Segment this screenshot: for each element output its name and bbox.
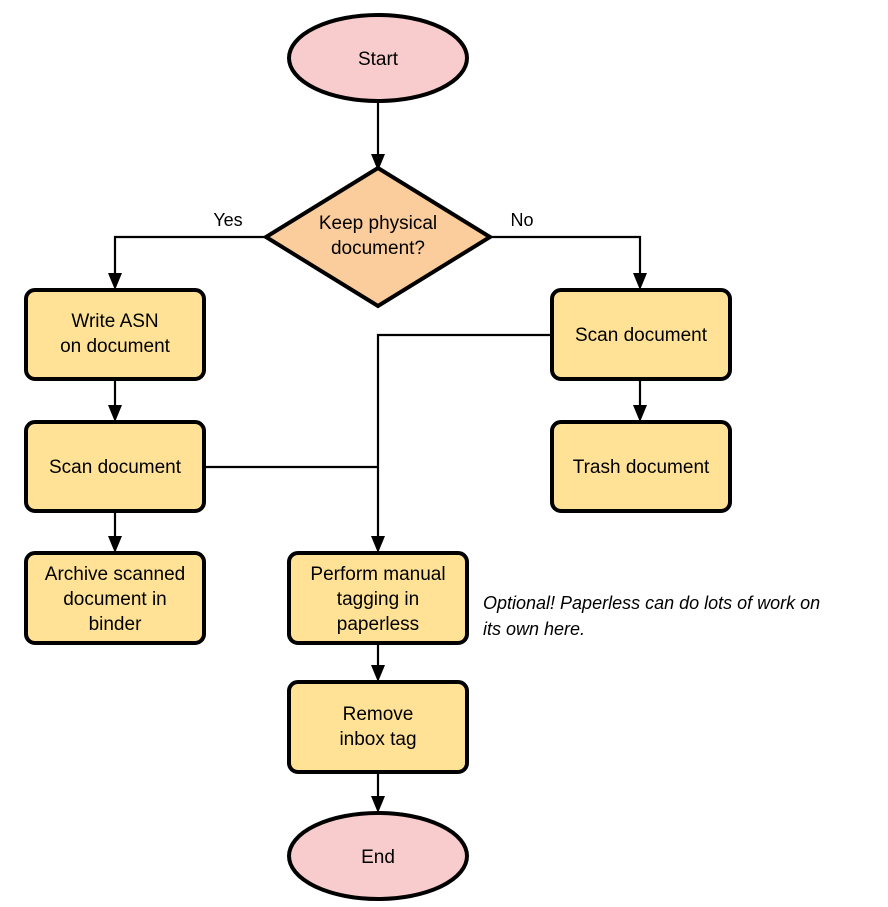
arrowhead-icon [633,405,647,422]
node-archive-scanned-document[interactable]: Archive scanned document in binder [24,551,206,645]
scan-document-right-label: Scan document [575,325,708,346]
scan-document-left-box [24,420,206,513]
arrowhead-icon [371,154,385,171]
start-ellipse [287,13,469,103]
tagging-box [287,551,469,645]
node-scan-document-left[interactable]: Scan document [24,420,206,513]
edge-decision-no-to-scan-right [490,235,647,290]
arrowhead-icon [371,796,385,813]
tagging-label-line2: tagging in [337,589,419,610]
edge-label-yes: Yes [213,210,242,230]
arrowhead-icon [108,536,122,553]
edge-remove-inbox-to-end [371,772,385,813]
edge-write-asn-to-scan-left [108,379,122,422]
write-asn-label-line2: on document [60,336,171,357]
node-scan-document-right[interactable]: Scan document [550,288,732,381]
node-perform-manual-tagging[interactable]: Perform manual tagging in paperless [287,551,469,645]
archive-label-line3: binder [89,614,142,635]
archive-label-line1: Archive scanned [45,564,185,585]
decision-label-line1: Keep physical [319,213,437,234]
edge-scan-right-to-tagging [371,333,552,553]
annotation-line1: Optional! Paperless can do lots of work … [483,593,820,613]
scan-document-left-label: Scan document [49,457,182,478]
arrowhead-icon [371,536,385,553]
node-remove-inbox-tag[interactable]: Remove inbox tag [287,680,469,774]
node-trash-document[interactable]: Trash document [550,420,732,513]
remove-inbox-label-line1: Remove [343,704,414,725]
edge-start-to-decision [371,101,385,171]
write-asn-label-line1: Write ASN [71,311,158,332]
node-write-asn-on-document[interactable]: Write ASN on document [24,288,206,381]
edge-decision-yes-to-write-asn [108,235,265,290]
edge-tagging-to-remove-inbox [371,643,385,682]
annotation-line2: its own here. [483,619,585,639]
edge-scan-left-to-archive [108,511,122,553]
arrowhead-icon [371,665,385,682]
remove-inbox-box [287,680,469,774]
decision-label-line2: document? [331,238,425,259]
trash-document-label: Trash document [573,457,710,478]
write-asn-box [24,288,206,381]
arrowhead-icon [108,273,122,290]
archive-label-line2: document in [63,589,167,610]
arrowhead-icon [108,405,122,422]
trash-document-box [550,420,732,513]
node-decision-keep-physical-document[interactable]: Keep physical document? [262,165,494,309]
end-ellipse [287,811,469,901]
start-label: Start [358,49,399,70]
annotation-note: Optional! Paperless can do lots of work … [483,593,820,639]
node-start[interactable]: Start [287,13,469,103]
decision-diamond [262,165,494,309]
edge-label-no: No [510,210,533,230]
tagging-label-line1: Perform manual [310,564,445,585]
arrowhead-icon [633,273,647,290]
archive-box [24,551,206,645]
edge-scan-right-to-trash [633,379,647,422]
node-end[interactable]: End [287,811,469,901]
tagging-label-line3: paperless [337,614,419,635]
end-label: End [361,847,395,868]
remove-inbox-label-line2: inbox tag [339,729,416,750]
scan-document-right-box [550,288,732,381]
